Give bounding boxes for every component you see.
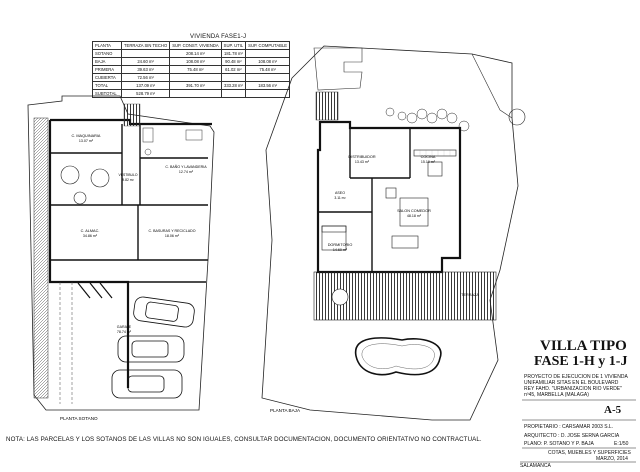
room-label: COCINA [421,155,436,159]
room-label: VESTIBULO [118,173,137,177]
car-icon [117,335,185,363]
water-tank-icon [60,165,80,185]
table-row: SUBTOTAL 528.79 m² [92,89,291,98]
north-arrow-icon [512,112,522,122]
water-tank-icon [73,191,87,205]
basement-plan-label: PLANTA SOTANO [60,416,98,421]
disclaimer-note: NOTA: LAS PARCELAS Y LOS SOTANOS DE LAS … [6,436,482,443]
scale: E:1/50 [614,441,629,447]
basement-plan [27,95,215,411]
area-table-title: VIVIENDA FASE1-J [190,34,247,40]
room-area: 13.07 m² [79,139,94,143]
north-arrow-icon [508,108,526,126]
ground-internal-walls [318,128,411,272]
place: SALAMANCA [520,463,551,469]
room-area: 34.86 m² [83,234,98,238]
room-area: 18.06 m² [165,234,180,238]
car-icon [133,296,195,328]
description-line: nº45, MARBELLA (MALAGA) [524,392,589,398]
room-label: ASEO [335,191,345,195]
room-area: 12.74 m² [179,170,194,174]
motorbike-icon [77,282,113,299]
project-description: PROYECTO DE EJECUCION DE 1 VIVIENDA UNIF… [524,374,636,398]
room-label: DISTRIBUIDOR [348,155,375,159]
car-icon [111,369,183,399]
plan-name: PLANO: P. SOTANO Y P. BAJA [524,441,594,447]
room-label: C. ALMAC. [81,229,100,233]
outdoor-table-icon [331,288,349,306]
basement-stair [123,103,141,127]
room-label: TERRAZA [461,293,479,297]
pool [355,337,442,376]
plan-subtitle: COTAS, MUEBLES Y SUPERFICIES [548,450,631,456]
dining-table [399,197,429,227]
kitchen-counter [413,149,457,157]
room-label: C. MAQUINARIA [72,134,101,138]
basement-retaining-wall [33,117,49,399]
washer-icon [185,129,203,141]
pool-inner-edge [361,343,435,370]
room-area: 15.10 m² [421,160,436,164]
room-label: DORMITORIO [328,243,353,247]
room-area: 48.18 m² [407,214,422,218]
room-label: GARAJE [117,325,132,329]
table-cell [245,89,291,98]
access-steps [313,47,363,91]
armchair-icon [385,187,397,199]
room-label: SALON COMEDOR [397,209,431,213]
description-line: UNIFAMILIAR SITAS EN EL BOULEVARD [524,380,619,386]
sheet-number: A-5 [604,404,622,416]
basement-plot-boundary [27,95,215,411]
plants-icon [385,107,470,132]
sofa-icon [391,235,419,249]
stair [315,91,339,121]
villa-title: VILLA TIPO [540,338,627,354]
owner: PROPIETARIO : CARSAMAR 2003 S.L. [524,424,614,430]
basement-outer-wall [48,118,212,388]
ground-plan-label: PLANTA BAJA [270,408,301,413]
room-area: 14.60 m² [333,248,348,252]
kitchen-table [427,161,443,177]
basement-internal-walls [50,124,208,283]
ground-plot-boundary [261,45,519,421]
room-area: 9.82 m² [122,178,134,182]
ground-plan [261,45,526,421]
toilet-icon [144,148,152,156]
room-label: C. BAÑO Y LAVANDERIA [165,164,207,169]
description-line: REY FAHD. "URBANIZACION RIO VERDE" [524,386,622,392]
villa-phase: FASE 1-H y 1-J [534,354,628,369]
water-tank-icon [90,168,110,188]
ground-outer-wall [316,120,462,274]
room-area: 13.43 m² [355,160,370,164]
garden-wall [471,53,513,119]
shower-icon [142,127,154,143]
area-table: PLANTA TERRAZA SIN TECHO SUP. CONST. VIV… [92,41,291,98]
date: MARZO, 2014 [596,456,628,462]
room-area: 78.74 m² [117,330,132,334]
description-line: PROYECTO DE EJECUCION DE 1 VIVIENDA [524,374,628,380]
terrace-deck [313,271,497,321]
room-area: 3.11 m² [334,196,346,200]
ramp-line [59,282,73,404]
pillow-icon [321,225,347,233]
table-cell [220,89,247,98]
architect: ARQUITECTO : D. JOSE SERNA GARCIA [524,433,620,439]
room-label: C. BASURAS Y RECICLADO [149,229,196,233]
